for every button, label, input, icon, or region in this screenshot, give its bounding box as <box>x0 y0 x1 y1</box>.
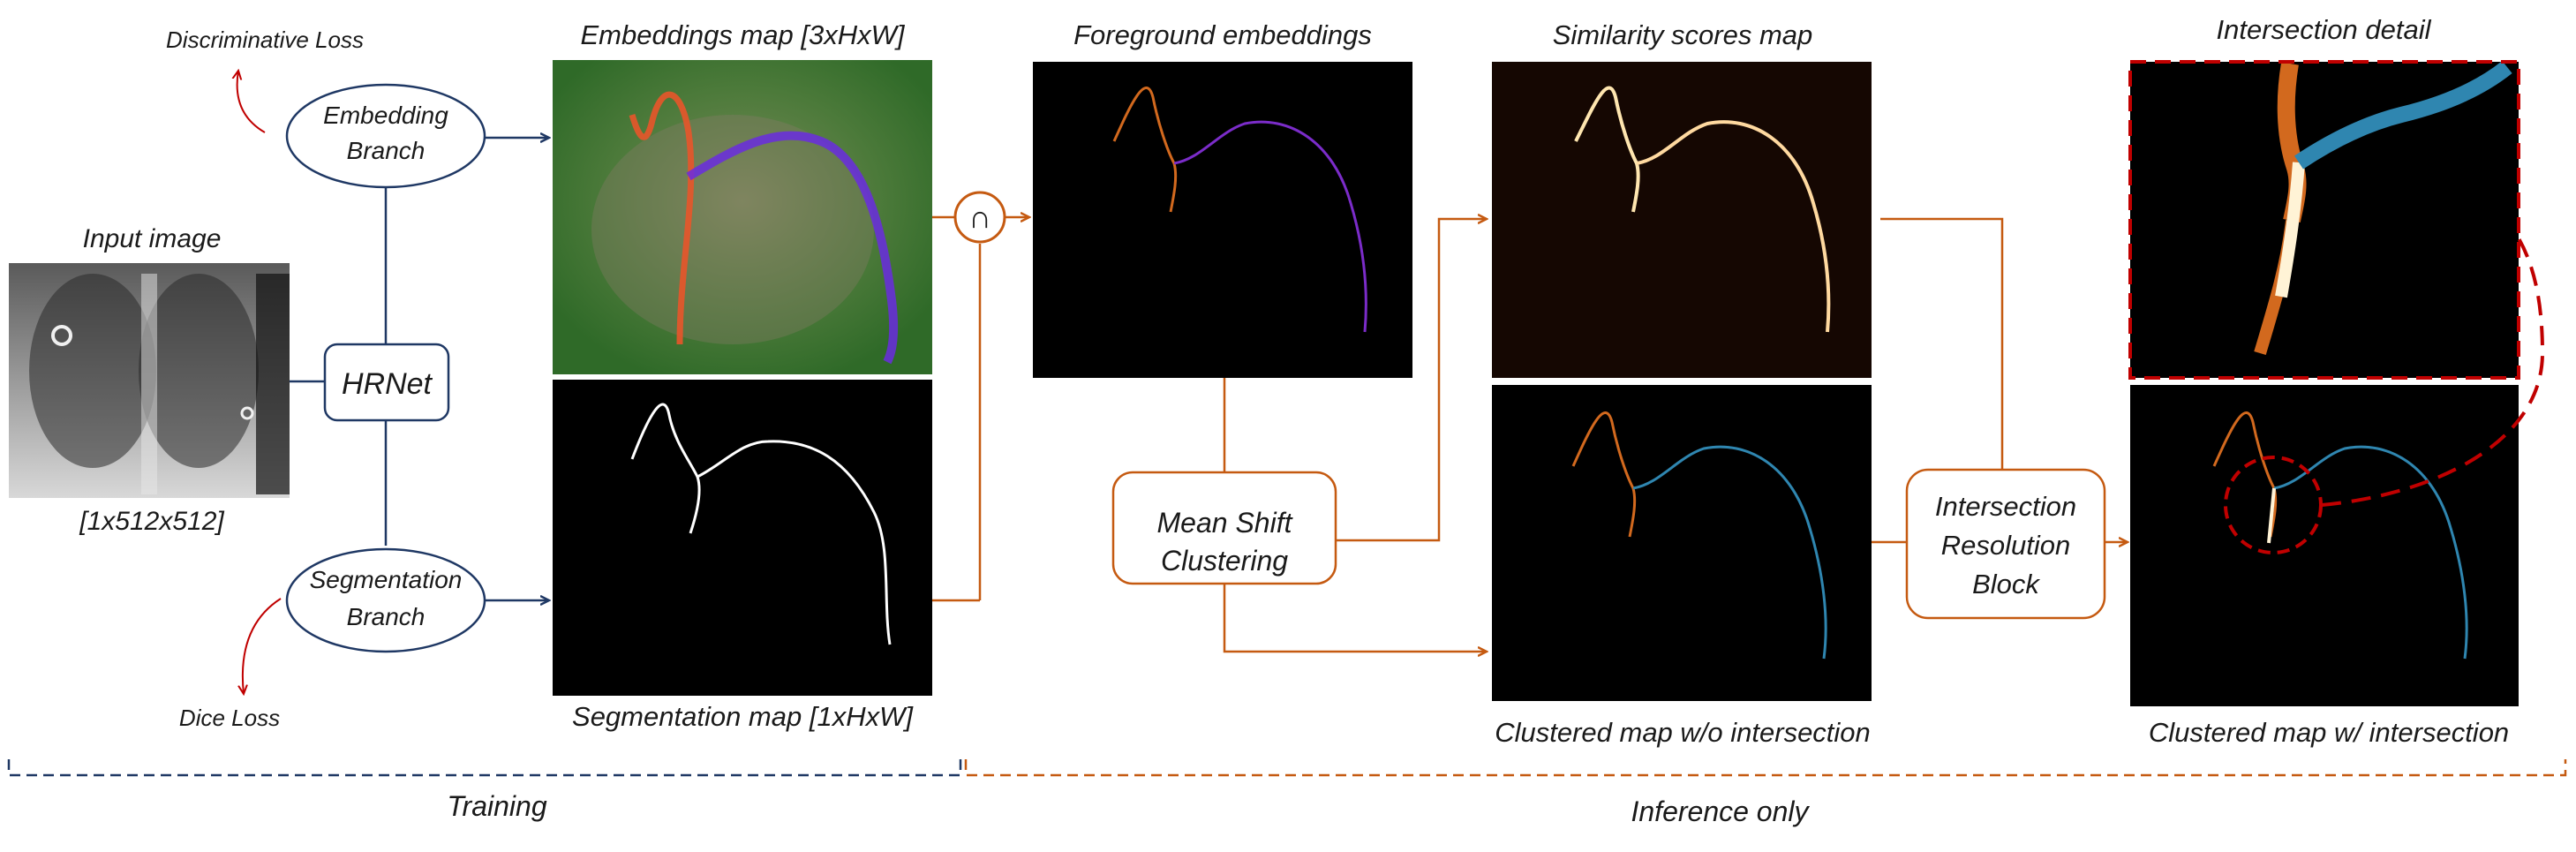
clustered-map-without-intersection-title: Clustered map w/o intersection <box>1495 717 1871 748</box>
clustered-map-with-intersection-image <box>2130 385 2519 706</box>
similarity-map-image <box>1492 62 1872 378</box>
intersection-zoom-connector <box>2321 238 2545 507</box>
similarity-to-resolution-line <box>1880 217 2004 470</box>
segmentation-map-image <box>553 380 932 696</box>
embedding-branch-label-1: Embedding <box>323 102 448 129</box>
segmentation-branch-node: Segmentation Branch <box>285 547 486 653</box>
intersection-operator: ∩ <box>953 191 1006 244</box>
input-image-thumbnail <box>9 263 290 498</box>
embedding-branch-label-2: Branch <box>347 137 426 164</box>
resolution-block-label-3: Block <box>1972 569 2040 599</box>
segmentation-map-title: Segmentation map [1xHxW] <box>572 701 914 732</box>
inference-section-label: Inference only <box>1631 795 1810 827</box>
foreground-embeddings-image <box>1033 62 1412 378</box>
segmentation-branch-label-1: Segmentation <box>310 566 463 593</box>
mean-shift-label-2: Clustering <box>1161 545 1288 577</box>
hrnet-label: HRNet <box>342 367 433 401</box>
intersection-detail-title: Intersection detail <box>2217 14 2432 45</box>
foreground-embeddings-title: Foreground embeddings <box>1073 19 1372 50</box>
resolution-block-node: Intersection Resolution Block <box>1905 468 2106 620</box>
resolution-block-label-1: Intersection <box>1935 491 2076 522</box>
dice-loss-arrow <box>243 598 282 694</box>
training-section-label: Training <box>447 790 546 822</box>
embeddings-map-image <box>553 60 932 374</box>
mean-shift-label-1: Mean Shift <box>1157 507 1293 539</box>
training-bracket <box>7 759 962 777</box>
intersection-detail-image <box>2128 60 2520 380</box>
segmentation-branch-label-2: Branch <box>347 603 426 630</box>
resolution-block-label-2: Resolution <box>1941 530 2070 561</box>
embedding-branch-node: Embedding Branch <box>285 83 486 189</box>
discriminative-loss-arrow <box>237 71 266 133</box>
dice-loss-label: Dice Loss <box>179 705 280 731</box>
clustered-map-without-intersection-image <box>1492 385 1872 701</box>
mean-shift-node: Mean Shift Clustering <box>1111 471 1337 585</box>
similarity-map-title: Similarity scores map <box>1553 19 1813 50</box>
discriminative-loss-label: Discriminative Loss <box>166 26 364 53</box>
input-image-size: [1x512x512] <box>79 507 224 536</box>
intersection-symbol: ∩ <box>968 199 991 235</box>
inference-bracket <box>964 759 2567 777</box>
meanshift-to-clustered-arrow <box>1223 584 1487 652</box>
intersection-highlight-circle <box>2224 456 2323 554</box>
clustered-map-with-intersection-title: Clustered map w/ intersection <box>2149 717 2509 748</box>
hrnet-node: HRNet <box>323 343 450 422</box>
embeddings-map-title: Embeddings map [3xHxW] <box>581 19 906 50</box>
meanshift-to-similarity-arrow <box>1336 219 1487 542</box>
input-image-title: Input image <box>83 224 222 253</box>
